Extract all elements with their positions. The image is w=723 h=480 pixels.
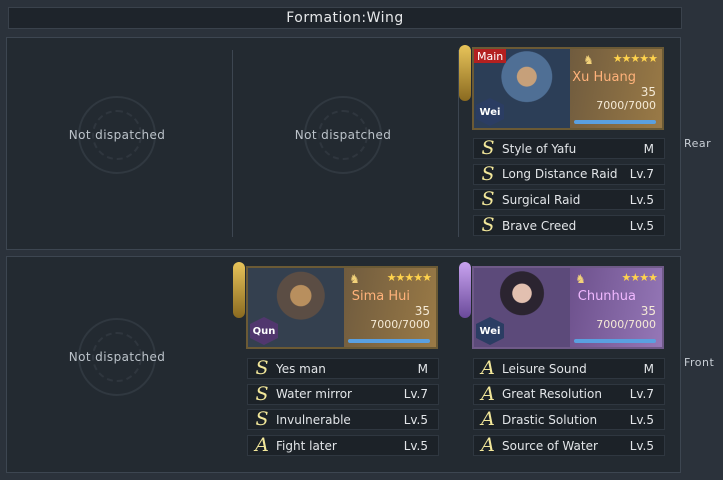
troop-bar (574, 120, 656, 124)
troop-bar (574, 339, 656, 343)
skill-row[interactable]: S Style of Yafu M (473, 138, 665, 159)
skill-name: Water mirror (276, 387, 352, 402)
formation-title-bar: Formation:Wing (8, 7, 682, 29)
empty-slot-front-1[interactable]: Not dispatched (7, 262, 227, 452)
skill-level: Lv.5 (629, 218, 654, 233)
hero-card-sima-hui[interactable]: ♞ ★★★★★ Sima Hui 35 7000/7000 Qun (246, 266, 438, 349)
circular-emblem-icon (78, 318, 156, 396)
rear-row-label: Rear (684, 137, 712, 150)
formation-title: Formation:Wing (286, 10, 404, 26)
skill-grade: S (481, 188, 495, 211)
skill-grade: A (481, 434, 495, 457)
empty-slot-text: Not dispatched (68, 350, 166, 364)
troop-bar (348, 339, 430, 343)
hero-name: Sima Hui (351, 289, 410, 304)
skill-level: Lv.7 (403, 387, 428, 402)
empty-slot-rear-1[interactable]: Not dispatched (7, 42, 227, 227)
skill-grade: S (481, 162, 495, 185)
skill-grade: A (481, 357, 495, 379)
star-rating: ★★★★ (621, 271, 658, 284)
hero-level: 35 (640, 85, 656, 99)
skill-row[interactable]: A Leisure Sound M (473, 358, 665, 379)
skill-name: Style of Yafu (502, 141, 577, 156)
horse-rank-icon: ♞ (583, 53, 594, 67)
hero-troops: 7000/7000 (596, 99, 656, 112)
rank-ribbon (459, 262, 471, 318)
skill-list-sima-hui: S Yes man M S Water mirror Lv.7 S Invulnerabl… (247, 358, 439, 461)
skill-row[interactable]: S Brave Creed Lv.5 (473, 214, 665, 237)
front-row-label: Front (684, 356, 715, 369)
skill-name: Invulnerable (276, 412, 351, 427)
troop-bar-fill (348, 339, 430, 343)
rank-ribbon (459, 45, 471, 101)
hero-name: Chunhua (577, 289, 636, 304)
hero-card-xu-huang[interactable]: Main ♞ ★★★★★ Xu Huang 35 7000/7000 Wei (472, 47, 664, 130)
star-rating: ★★★★★ (612, 52, 658, 65)
circular-emblem-icon (78, 95, 156, 174)
skill-grade: S (481, 137, 495, 159)
skill-row[interactable]: S Yes man M (247, 358, 439, 379)
star-rating: ★★★★★ (386, 271, 432, 284)
skill-row[interactable]: A Fight later Lv.5 (247, 434, 439, 457)
slot-divider (458, 50, 459, 237)
skill-level: Lv.5 (629, 192, 654, 207)
slot-divider (232, 50, 233, 237)
hero-card-chunhua[interactable]: ♞ ★★★★ Chunhua 35 7000/7000 Wei (472, 266, 664, 349)
skill-row[interactable]: S Surgical Raid Lv.5 (473, 188, 665, 211)
skill-row[interactable]: A Drastic Solution Lv.5 (473, 408, 665, 431)
hero-level: 35 (640, 304, 656, 318)
main-tag: Main (474, 49, 507, 63)
skill-level: Lv.5 (629, 438, 654, 453)
hero-level: 35 (414, 304, 430, 318)
skill-row[interactable]: A Source of Water Lv.5 (473, 434, 665, 457)
skill-level: Lv.7 (629, 387, 654, 402)
empty-slot-text: Not dispatched (68, 127, 166, 142)
hero-name: Xu Huang (572, 70, 636, 85)
horse-rank-icon: ♞ (349, 272, 360, 286)
skill-row[interactable]: A Great Resolution Lv.7 (473, 382, 665, 405)
skill-level: Lv.7 (629, 167, 654, 182)
circular-emblem-icon (304, 95, 382, 174)
empty-slot-text: Not dispatched (294, 127, 392, 142)
skill-name: Brave Creed (502, 218, 577, 233)
skill-name: Surgical Raid (502, 192, 581, 207)
skill-level: M (643, 361, 654, 376)
horse-rank-icon: ♞ (575, 272, 586, 286)
skill-level: M (643, 141, 654, 156)
skill-name: Source of Water (502, 438, 598, 453)
skill-name: Long Distance Raid (502, 167, 618, 182)
skill-name: Great Resolution (502, 387, 602, 402)
empty-slot-rear-2[interactable]: Not dispatched (233, 42, 453, 227)
skill-grade: A (481, 408, 495, 431)
troop-bar-fill (574, 339, 656, 343)
troop-bar-fill (574, 120, 656, 124)
skill-level: Lv.5 (629, 412, 654, 427)
skill-grade: A (255, 434, 269, 457)
skill-name: Leisure Sound (502, 361, 587, 376)
skill-name: Drastic Solution (502, 412, 598, 427)
skill-grade: S (481, 214, 495, 237)
skill-row[interactable]: S Invulnerable Lv.5 (247, 408, 439, 431)
skill-level: Lv.5 (403, 438, 428, 453)
skill-grade: S (255, 357, 269, 379)
skill-level: M (417, 361, 428, 376)
skill-name: Yes man (276, 361, 326, 376)
rank-ribbon (233, 262, 245, 318)
skill-row[interactable]: S Water mirror Lv.7 (247, 382, 439, 405)
skill-grade: S (255, 382, 269, 405)
hero-troops: 7000/7000 (370, 318, 430, 331)
hero-troops: 7000/7000 (596, 318, 656, 331)
skill-grade: A (481, 382, 495, 405)
skill-row[interactable]: S Long Distance Raid Lv.7 (473, 162, 665, 185)
skill-name: Fight later (276, 438, 337, 453)
skill-level: Lv.5 (403, 412, 428, 427)
skill-grade: S (255, 408, 269, 431)
